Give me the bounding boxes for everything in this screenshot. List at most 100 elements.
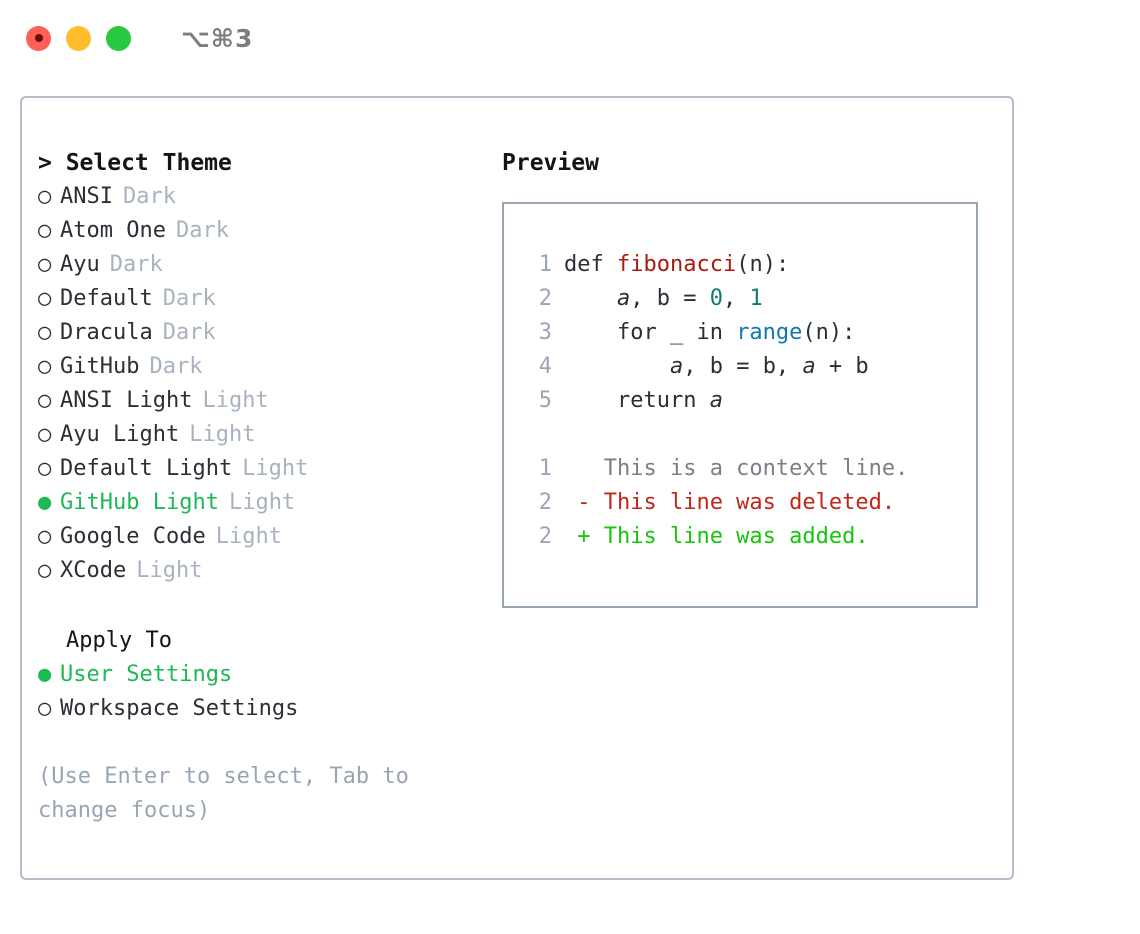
- theme-option-label: Dracula: [60, 320, 153, 345]
- theme-option[interactable]: ○ Default Light Light: [38, 452, 478, 486]
- line-number: 1: [538, 456, 552, 481]
- keyboard-hint-text: (Use Enter to select, Tab to change focu…: [38, 764, 423, 823]
- code-token: ,: [722, 286, 750, 311]
- close-button[interactable]: [26, 25, 51, 51]
- keyboard-shortcut-label: ⌥⌘3: [181, 23, 254, 53]
- code-line-text: def fibonacci(n):: [564, 248, 789, 282]
- radio-unselected-icon: ○: [38, 524, 52, 549]
- theme-option-label: Atom One: [60, 218, 166, 243]
- line-number: 5: [538, 388, 552, 413]
- maximize-button[interactable]: [106, 25, 131, 51]
- radio-unselected-icon: ○: [38, 286, 52, 311]
- apply-to-list[interactable]: ●User Settings ○ Workspace Settings: [38, 658, 478, 726]
- diff-sample: 1 This is a context line.2 - This line w…: [524, 452, 976, 554]
- radio-unselected-icon: ○: [38, 320, 52, 345]
- theme-variant-badge: Light: [189, 422, 256, 447]
- select-theme-header: > Select Theme: [38, 150, 232, 176]
- code-token: range: [736, 320, 803, 345]
- radio-unselected-icon: ○: [38, 456, 52, 481]
- theme-option-label: Ayu: [60, 252, 100, 277]
- radio-unselected-icon: ○: [38, 696, 52, 721]
- code-token: (n):: [736, 252, 790, 277]
- apply-to-option-label: Workspace Settings: [60, 696, 299, 721]
- code-token: [564, 354, 670, 379]
- apply-to-header: Apply To: [66, 628, 172, 653]
- code-diff-separator: [524, 418, 976, 452]
- theme-variant-badge: Dark: [162, 286, 216, 311]
- theme-variant-badge: Dark: [175, 218, 229, 243]
- code-line-text: a, b = b, a + b: [564, 350, 869, 384]
- theme-option[interactable]: ○ XCode Light: [38, 554, 478, 588]
- code-line-text: a, b = 0, 1: [564, 282, 763, 316]
- theme-option-label: XCode: [60, 558, 127, 583]
- code-line-text: return a: [564, 384, 723, 418]
- theme-option-label: ANSI Light: [60, 388, 193, 413]
- radio-unselected-icon: ○: [38, 218, 52, 243]
- theme-option-label: Default: [60, 286, 153, 311]
- code-token: + b: [815, 354, 869, 379]
- diff-line-text: - This line was deleted.: [564, 490, 896, 515]
- theme-variant-badge: Dark: [162, 320, 216, 345]
- section-spacer: [38, 588, 478, 624]
- code-token: 1: [749, 286, 763, 311]
- code-token: return: [564, 388, 710, 413]
- radio-unselected-icon: ○: [38, 252, 52, 277]
- theme-variant-badge: Light: [242, 456, 309, 481]
- theme-option-label: GitHub Light: [60, 490, 219, 515]
- code-token: 0: [709, 286, 723, 311]
- code-token: [564, 286, 617, 311]
- theme-option[interactable]: ○ ANSI Light Light: [38, 384, 478, 418]
- theme-option[interactable]: ○ GitHub Dark: [38, 350, 478, 384]
- theme-option-label: ANSI: [60, 184, 113, 209]
- apply-to-option[interactable]: ○ Workspace Settings: [38, 692, 478, 726]
- theme-option-label: Default Light: [60, 456, 233, 481]
- preview-title: Preview: [502, 150, 599, 176]
- radio-selected-icon: ●: [38, 490, 52, 515]
- radio-unselected-icon: ○: [38, 558, 52, 583]
- code-token: a: [802, 354, 816, 379]
- code-line-text: for _ in range(n):: [564, 316, 855, 350]
- code-token: fibonacci: [616, 252, 737, 277]
- code-line: 5 return a: [524, 384, 976, 418]
- theme-variant-badge: Light: [202, 388, 269, 413]
- diff-line-text: This is a context line.: [564, 456, 909, 481]
- theme-variant-badge: Dark: [149, 354, 203, 379]
- diff-line: 2 - This line was deleted.: [524, 486, 976, 520]
- radio-unselected-icon: ○: [38, 354, 52, 379]
- theme-option[interactable]: ○ Default Dark: [38, 282, 478, 316]
- diff-line-text: + This line was added.: [564, 524, 869, 549]
- line-number: 2: [538, 524, 552, 549]
- code-token: (n):: [802, 320, 856, 345]
- title-bar: ⌥⌘3: [0, 0, 1140, 76]
- diff-line: 1 This is a context line.: [524, 452, 976, 486]
- minimize-button[interactable]: [66, 25, 91, 51]
- apply-to-option[interactable]: ●User Settings: [38, 658, 478, 692]
- code-token: , b = b,: [683, 354, 803, 379]
- theme-variant-badge: Light: [136, 558, 203, 583]
- radio-selected-icon: ●: [38, 662, 52, 687]
- diff-line: 2 + This line was added.: [524, 520, 976, 554]
- code-token: def: [564, 252, 617, 277]
- code-line: 3 for _ in range(n):: [524, 316, 976, 350]
- theme-option[interactable]: ○ Dracula Dark: [38, 316, 478, 350]
- theme-variant-badge: Light: [215, 524, 282, 549]
- theme-option[interactable]: ○ Atom One Dark: [38, 214, 478, 248]
- code-token: for _ in: [564, 320, 737, 345]
- theme-option-label: GitHub: [60, 354, 140, 379]
- radio-unselected-icon: ○: [38, 388, 52, 413]
- code-token: a: [669, 354, 684, 379]
- code-token: a: [709, 388, 723, 413]
